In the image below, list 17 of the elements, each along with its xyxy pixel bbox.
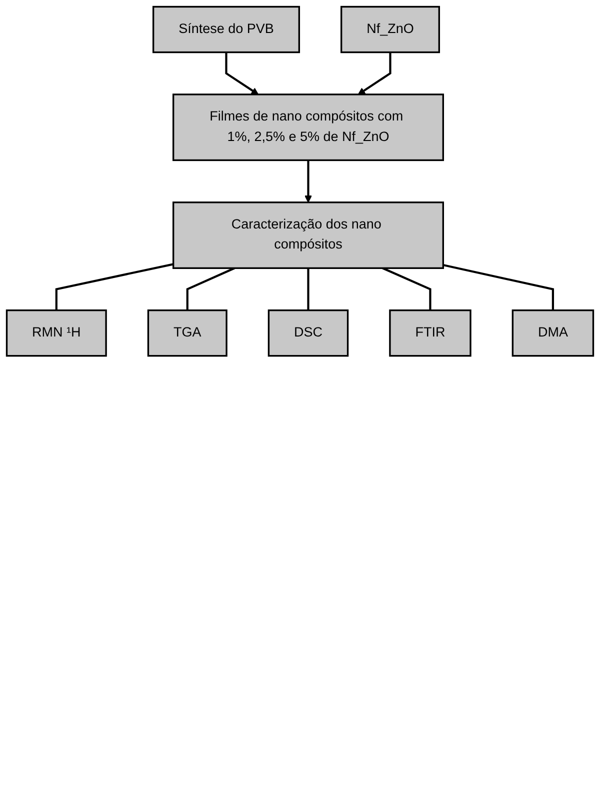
connector [382,267,432,310]
node-box: DSC [268,309,349,357]
node-box: FTIR [389,309,472,357]
node-box: DMA [512,309,594,357]
arrow [225,52,259,95]
node-box: TGA [147,309,228,357]
connector [442,264,554,310]
node-box: Filmes de nano compósitos com 1%, 2,5% e 5% de Nf_ZnO [172,94,444,162]
arrow [358,52,392,95]
connector [186,267,236,310]
node-box: Nf_ZnO [340,6,440,54]
node-box: RMN ¹H [6,309,107,357]
arrow [304,160,312,203]
connector [55,263,174,310]
node-box: Caracterização dos nano compósitos [172,202,444,269]
connector [307,268,310,310]
node-box: Síntese do PVB [152,6,300,54]
